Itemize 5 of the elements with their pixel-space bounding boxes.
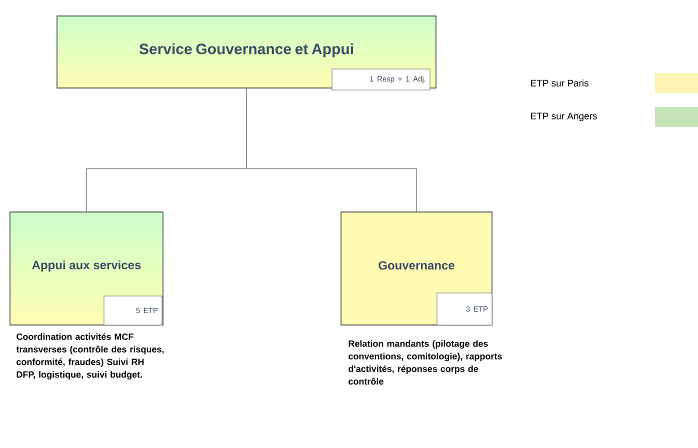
- legend-label: ETP sur Angers: [531, 112, 597, 122]
- description-text: Relation mandants (pilotage des conventions, comitologie), rapports d'activités, réponses corps de contrôle: [348, 340, 502, 385]
- connector-line: [246, 88, 417, 212]
- description-text: Coordination activités MCF transverses (contrôle des risques, conformité, fraudes) Suivi RH DFP, logistique, suivi budget.: [16, 333, 164, 380]
- legend-label: ETP sur Paris: [531, 80, 588, 86]
